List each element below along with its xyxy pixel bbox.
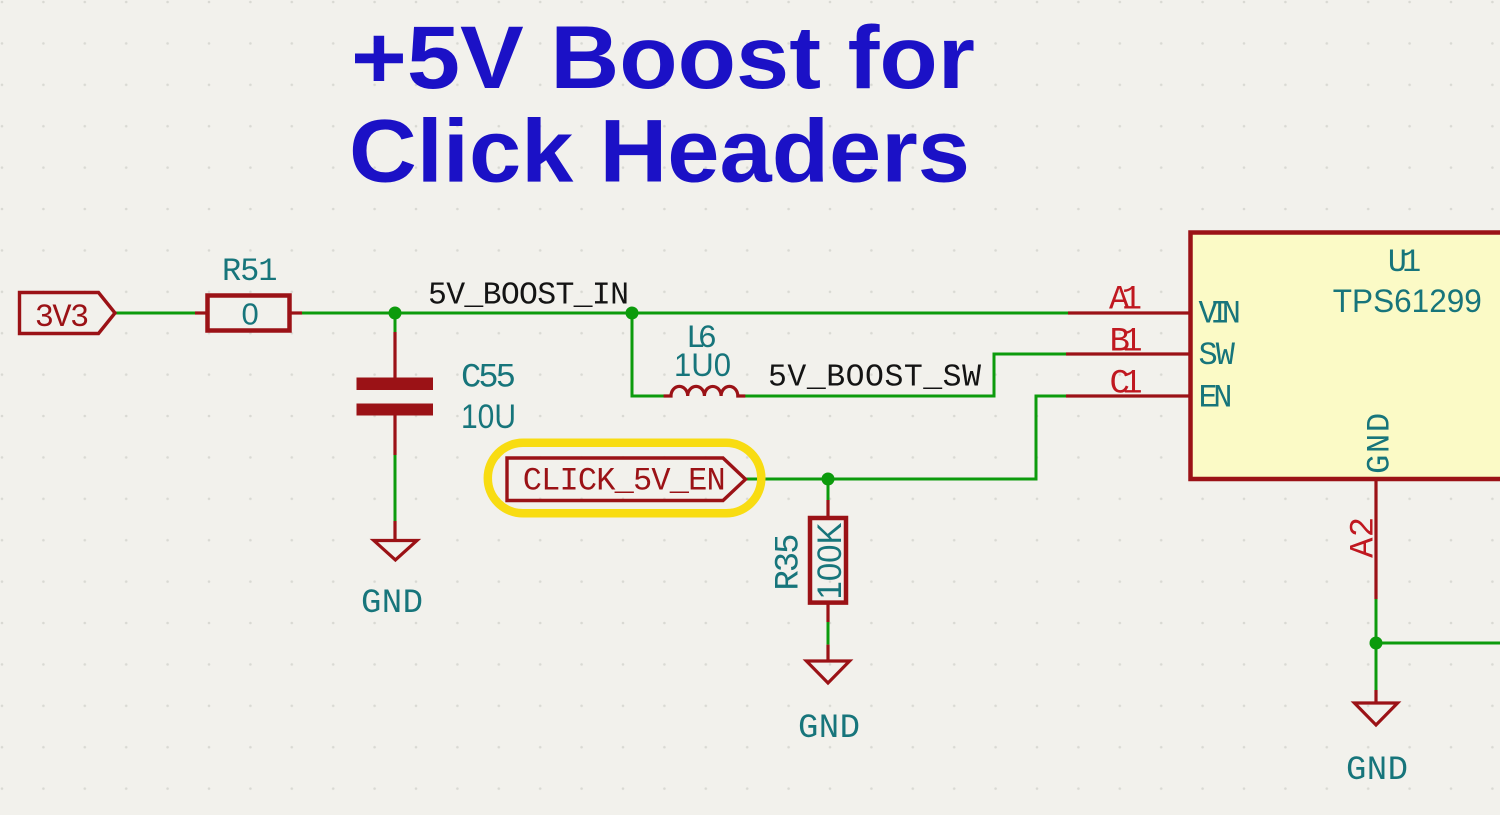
svg-text:SW: SW — [1199, 337, 1236, 374]
svg-text:+5V Boost for: +5V Boost for — [351, 7, 975, 107]
svg-text:5V_BOOST_IN: 5V_BOOST_IN — [428, 279, 629, 314]
svg-text:5V_BOOST_SW: 5V_BOOST_SW — [768, 361, 981, 396]
svg-text:100K: 100K — [811, 522, 849, 599]
svg-text:A2: A2 — [1346, 517, 1384, 558]
svg-text:VIN: VIN — [1199, 295, 1242, 332]
svg-text:0: 0 — [242, 297, 259, 332]
svg-text:C1: C1 — [1110, 366, 1143, 404]
svg-text:TPS61299: TPS61299 — [1333, 283, 1482, 319]
svg-text:Click Headers: Click Headers — [349, 101, 970, 201]
svg-text:GND: GND — [1362, 413, 1399, 474]
svg-text:R51: R51 — [222, 253, 278, 290]
svg-text:10U: 10U — [461, 398, 516, 436]
svg-text:GND: GND — [798, 710, 860, 748]
svg-text:GND: GND — [1346, 752, 1408, 790]
svg-text:L6: L6 — [686, 320, 717, 357]
svg-text:3V3: 3V3 — [35, 299, 89, 336]
svg-text:A1: A1 — [1109, 282, 1142, 320]
svg-text:EN: EN — [1199, 380, 1233, 417]
svg-text:R35: R35 — [771, 534, 809, 591]
svg-text:1U0: 1U0 — [674, 347, 731, 383]
svg-text:C55: C55 — [461, 360, 516, 398]
svg-text:B1: B1 — [1110, 324, 1143, 362]
svg-text:U1: U1 — [1388, 244, 1421, 281]
svg-text:GND: GND — [361, 585, 423, 623]
svg-text:CLICK_5V_EN: CLICK_5V_EN — [523, 463, 726, 500]
